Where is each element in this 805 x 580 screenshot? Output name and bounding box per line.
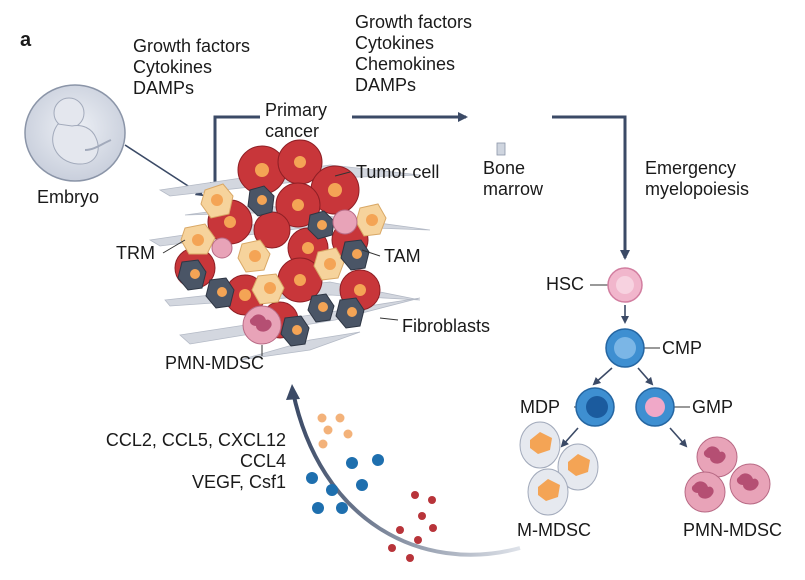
embryo-icon bbox=[24, 84, 126, 182]
mdp-cell bbox=[575, 387, 615, 427]
emergency-myelopoiesis-label: Emergency myelopoiesis bbox=[645, 158, 750, 199]
arrow-bone-marrow-to-hsc bbox=[552, 115, 630, 260]
fibroblasts-label: Fibroblasts bbox=[402, 316, 491, 336]
pmn-mdsc-small-cells bbox=[211, 209, 358, 259]
tumor-cell-label: Tumor cell bbox=[356, 162, 440, 182]
bone-icon bbox=[496, 142, 506, 156]
pmn-mdsc-bm-label: PMN-MDSC bbox=[683, 520, 782, 540]
panel-letter: a bbox=[20, 29, 32, 51]
bone-marrow-label: Bone marrow bbox=[483, 158, 544, 199]
chemokine-dots-blue bbox=[306, 454, 384, 514]
pmn-mdsc-tumor-cell bbox=[242, 305, 282, 345]
arrow-cmp-to-gmp bbox=[637, 367, 654, 386]
growth-factors-right-label: Growth factors Cytokines Chemokines DAMP… bbox=[355, 12, 473, 95]
pmn-mdsc-bm-cells bbox=[684, 436, 771, 513]
chemokine-dots-orange bbox=[317, 413, 353, 449]
trm-label: TRM bbox=[116, 243, 155, 263]
arrow-primary-to-tumor bbox=[210, 115, 260, 192]
arrow-mdp-to-m-mdsc bbox=[560, 427, 579, 448]
arrow-gmp-to-pmn-mdsc bbox=[669, 427, 688, 448]
mdp-label: MDP bbox=[520, 397, 560, 417]
tumor-mass bbox=[174, 139, 387, 347]
cmp-label: CMP bbox=[662, 338, 702, 358]
arrow-cmp-to-mdp bbox=[592, 367, 613, 386]
chemokine-dots-red bbox=[388, 491, 437, 562]
pmn-mdsc-tumor-label: PMN-MDSC bbox=[165, 353, 264, 373]
m-mdsc-label: M-MDSC bbox=[517, 520, 591, 540]
hsc-cell bbox=[607, 267, 643, 303]
gmp-label: GMP bbox=[692, 397, 734, 417]
chemokines-label: CCL2, CCL5, CXCL12 CCL4 VEGF, Csf1 bbox=[105, 430, 286, 492]
hsc-label: HSC bbox=[546, 274, 585, 294]
m-mdsc-cells bbox=[519, 421, 599, 516]
growth-factors-left-label: Growth factors Cytokines DAMPs bbox=[133, 36, 251, 98]
arrow-return-to-tumor bbox=[286, 384, 521, 557]
embryo-label: Embryo bbox=[37, 187, 100, 207]
tam-label: TAM bbox=[384, 246, 421, 266]
cmp-cell bbox=[605, 328, 645, 368]
primary-cancer-label: Primary cancer bbox=[265, 100, 327, 141]
gmp-cell bbox=[635, 387, 675, 427]
